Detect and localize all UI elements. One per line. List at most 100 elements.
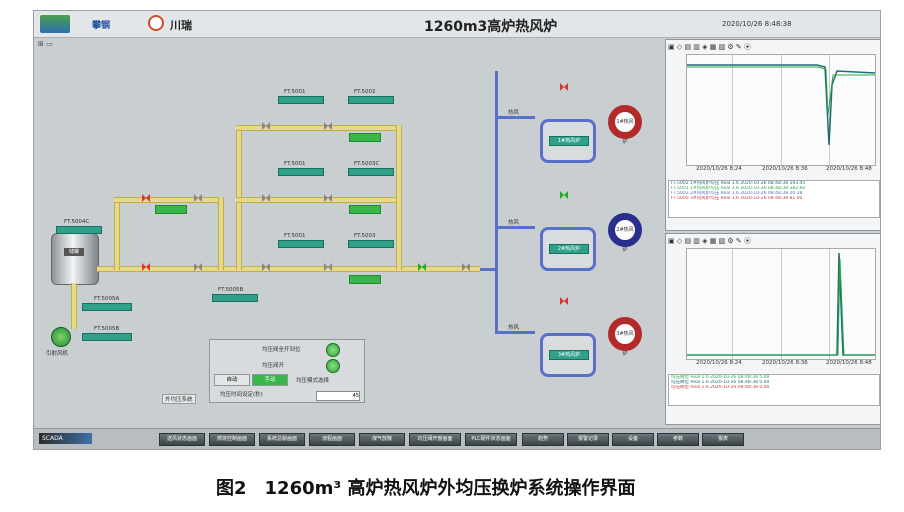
valve-gx-001[interactable] [462, 263, 470, 271]
valve-v4-001[interactable] [142, 263, 150, 271]
trend-top-curves [687, 64, 875, 146]
ctrl-row2-label: 均压阀开 [262, 363, 285, 369]
blue-link-pipe [480, 268, 497, 271]
ctrl-row4-label: 均压时间设定(秒) [220, 392, 263, 398]
legend-row[interactable]: 均压阀位 Real 1.6 2020-10-26 08:48:38 0.00 [671, 385, 770, 390]
grid-line [732, 55, 733, 165]
ft-mid-left-label: FT.5001 [284, 161, 306, 167]
status-box-2 [349, 133, 381, 142]
valve-v3-001[interactable] [262, 194, 270, 202]
valve-v4-004[interactable] [324, 263, 332, 271]
ft-low-left-value [278, 240, 324, 248]
stove-1-ring[interactable]: 1#热风炉 [608, 105, 642, 145]
trend-top-toolbar[interactable]: ▣ ◇ ▤ ▥ ◈ ▦ ▧ ⚙ ✎ ⦿ [668, 43, 752, 51]
blue-header-pipe [495, 71, 498, 333]
equalizing-control-panel: 均压阀全开到位 均压阀开 自动 手动 均压模式选择 均压时间设定(秒) [209, 339, 365, 403]
stove-2-valve[interactable] [560, 191, 568, 199]
auto-button[interactable]: 自动 [214, 374, 250, 386]
stove-3-ring[interactable]: 3#热风炉 [608, 317, 642, 357]
ft-lower-value [82, 333, 132, 341]
nav-button-2[interactable]: 燃烧控制画面 [209, 433, 255, 446]
ft-lower-label: FT.5005B [94, 326, 120, 332]
valve-main-outlet[interactable] [418, 263, 426, 271]
ft-low-left-label: FT.5001 [284, 233, 306, 239]
blue-branch-2 [495, 226, 535, 229]
stove-1[interactable]: 1#热风炉 [540, 119, 596, 163]
ft-tank-value [56, 226, 102, 234]
stove-1-valve[interactable] [560, 83, 568, 91]
nav-button-4[interactable]: 流程画面 [309, 433, 355, 446]
view-tools-icon[interactable]: ⊞ ▭ [38, 40, 53, 48]
datetime-display: 2020/10/26 8:48:38 [722, 20, 792, 28]
nav-button-8[interactable]: 趋势 [522, 433, 564, 446]
valve-v2-001[interactable] [262, 122, 270, 130]
ft-top-left-value [278, 96, 324, 104]
pipe-riser-left [114, 197, 120, 270]
nav-button-10[interactable]: 设备 [612, 433, 654, 446]
stove-2[interactable]: 2#热风炉 [540, 227, 596, 271]
ft-tank-label: FT.5004C [64, 219, 90, 225]
legend-row[interactable]: 均压阀位 Real 1.6 2020-10-26 08:48:38 0.00 [671, 380, 770, 385]
page-title: 1260m3高炉热风炉 [424, 19, 558, 35]
hot-blast-label-3: 热风 [508, 325, 520, 331]
status-box-4 [349, 275, 381, 284]
ft-top-right-label: FT.5002 [354, 89, 376, 95]
storage-tank[interactable]: 储罐 [51, 233, 99, 285]
system-note: 外均压系统 [162, 394, 196, 404]
trend-bottom-plot[interactable] [686, 248, 876, 360]
trend-bottom-x2: 2020/10/26 8:36 [762, 360, 808, 366]
ft-main-value [82, 303, 132, 311]
ctrl-row1-label: 均压阀全开到位 [262, 347, 301, 353]
valve-v4-002[interactable] [194, 263, 202, 271]
status-box-3 [349, 205, 381, 214]
bottom-logo: SCADA [39, 433, 92, 444]
trend-bottom-x3: 2020/10/26 8:48 [826, 360, 872, 366]
pipe-tank-fan [71, 283, 77, 329]
ejector-fan-icon[interactable] [51, 327, 71, 347]
valve-v2-002[interactable] [324, 122, 332, 130]
stove-1-bar: 1#热风炉 [549, 136, 589, 146]
header-bar: 攀钢 川瑞 1260m3高炉热风炉 2020/10/26 8:48:38 [34, 11, 880, 38]
ft-bottom-value [212, 294, 258, 302]
pipe-riser-1 [218, 197, 224, 270]
valve-v4-003[interactable] [262, 263, 270, 271]
nav-button-12[interactable]: 报表 [702, 433, 744, 446]
trend-bottom-x1: 2020/10/26 8:24 [696, 360, 742, 366]
ft-mid-right-value [348, 168, 394, 176]
pipe-top [236, 125, 400, 131]
ft-top-right-value [348, 96, 394, 104]
legend-row[interactable]: FT.5002 1#热风炉均压 Real 1.6 2020-10-26 08:4… [671, 181, 806, 186]
valve-v1-001[interactable] [142, 194, 150, 202]
trend-top-x2: 2020/10/26 8:36 [762, 166, 808, 172]
hot-blast-label-1: 热风 [508, 110, 520, 116]
status-box-1 [155, 205, 187, 214]
nav-button-6[interactable]: 均压阀开度画面 [409, 433, 461, 446]
stove-2-ring[interactable]: 2#热风炉 [608, 213, 642, 253]
legend-row[interactable]: FT.5001 1#热风炉均压 Real 1.6 2020-10-26 08:4… [671, 186, 806, 191]
valve-v1-002[interactable] [194, 194, 202, 202]
trend-top-plot[interactable] [686, 54, 876, 166]
grid-line [829, 249, 830, 359]
nav-button-9[interactable]: 报警记录 [567, 433, 609, 446]
grid-line [781, 249, 782, 359]
legend-row[interactable]: 均压阀位 Real 1.6 2020-10-26 08:48:38 5.08 [671, 375, 770, 380]
grid-line [781, 55, 782, 165]
manual-button[interactable]: 手动 [252, 374, 288, 386]
nav-button-7[interactable]: PLC硬件状态画面 [465, 433, 517, 446]
time-setpoint-input[interactable]: 45 [316, 391, 360, 401]
legend-row[interactable]: FT.5003 2#热风炉均压 Real 1.6 2020-10-26 08:4… [671, 191, 803, 196]
stove-3-valve[interactable] [560, 297, 568, 305]
nav-button-3[interactable]: 系统总貌画面 [259, 433, 305, 446]
hmi-screen: 攀钢 川瑞 1260m3高炉热风炉 2020/10/26 8:48:38 ⊞ ▭… [33, 10, 881, 450]
legend-row[interactable]: FT.5005 3#热风炉均压 Real 1.6 2020-10-26 08:4… [671, 196, 803, 201]
pipe-mid [236, 197, 400, 203]
nav-button-5[interactable]: 煤气放散 [359, 433, 405, 446]
grid-line [829, 55, 830, 165]
brand-icon [148, 15, 164, 31]
ft-main-label: FT.5005A [94, 296, 120, 302]
nav-button-11[interactable]: 参数 [657, 433, 699, 446]
valve-v3-002[interactable] [324, 194, 332, 202]
nav-button-1[interactable]: 送风状态画面 [159, 433, 205, 446]
trend-bottom-toolbar[interactable]: ▣ ◇ ▤ ▥ ◈ ▦ ▧ ⚙ ✎ ⦿ [668, 237, 752, 245]
stove-3[interactable]: 3#热风炉 [540, 333, 596, 377]
